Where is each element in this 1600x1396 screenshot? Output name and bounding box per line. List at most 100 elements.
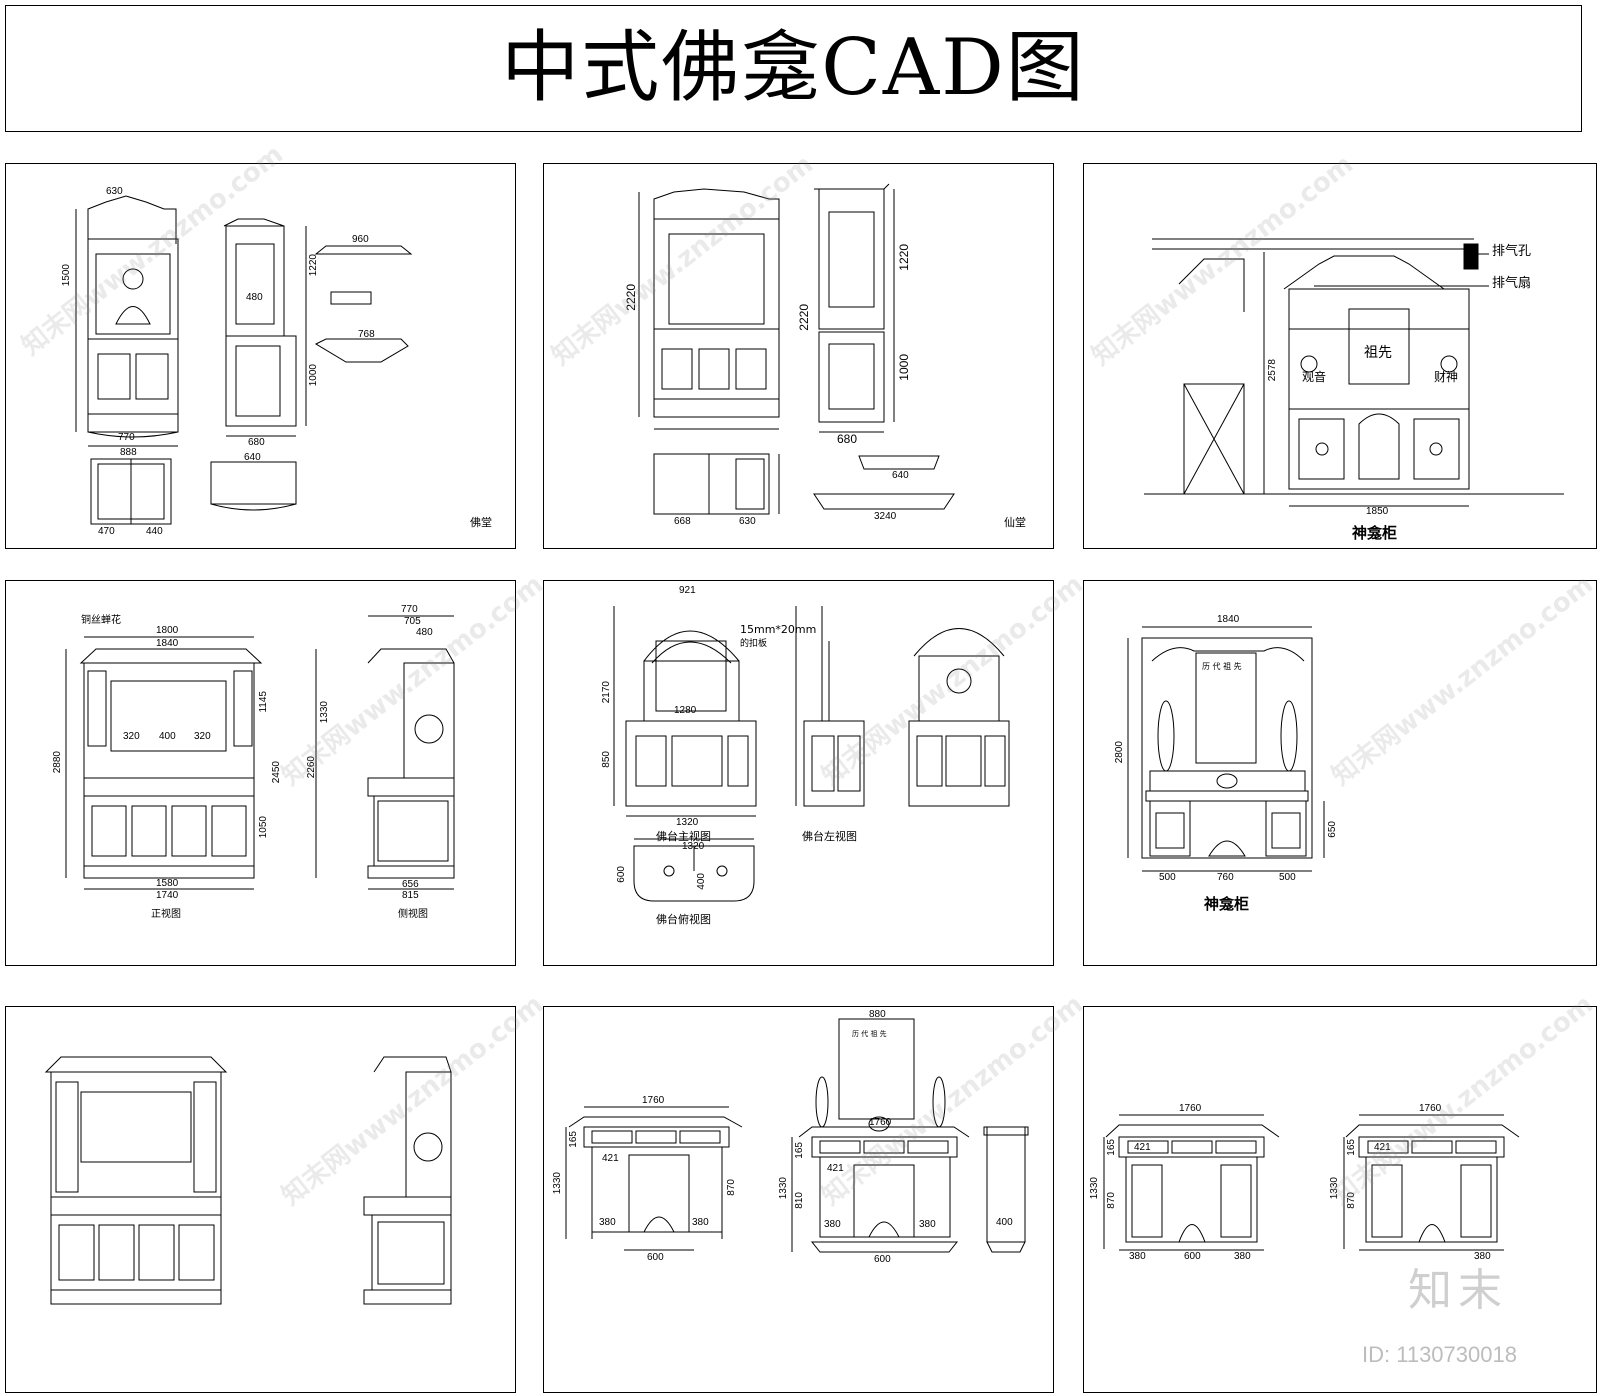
dim-label: 1500 [61, 264, 72, 287]
note-copper-cicada: 铜丝蝉花 [81, 615, 121, 626]
dim-label: 600 [616, 866, 627, 883]
dim-label: 380 [599, 1217, 616, 1228]
dim-label: 320 [194, 731, 211, 742]
label-vent-hole: 排气孔 [1492, 244, 1532, 259]
dim-label: 2220 [797, 304, 811, 331]
dim-label: 815 [402, 890, 419, 901]
dim-label: 1145 [258, 691, 269, 713]
panel-7-altar-cabinet [5, 1006, 516, 1393]
dim-label: 2220 [624, 284, 638, 311]
caption-shrine-cabinet: 神龛柜 [1352, 524, 1398, 542]
dim-label: 650 [1327, 821, 1338, 838]
brand-logo: 知末 [1408, 1265, 1508, 1316]
dim-label: 1330 [552, 1172, 563, 1195]
dim-label: 810 [794, 1192, 805, 1209]
dim-label: 1800 [156, 625, 179, 636]
panel-note: 仙堂 [1004, 516, 1026, 529]
dim-label: 1320 [682, 841, 705, 852]
note-board-size: 15mm*20mm [740, 623, 817, 636]
dim-label: 380 [1129, 1251, 1146, 1262]
dim-label: 870 [726, 1179, 737, 1196]
dim-label: 1280 [674, 705, 697, 716]
dim-label: 770 [401, 604, 418, 615]
dim-label: 600 [1184, 1251, 1201, 1262]
dim-label: 421 [827, 1163, 844, 1174]
dim-label: 1840 [156, 638, 179, 649]
caption-main-view: 佛台主视图 [656, 830, 711, 843]
panel-3-shrine-cabinet: 排气孔 排气扇 2578 祖先 观音 财神 1850 神龛柜 [1083, 163, 1597, 549]
dim-label: 165 [1346, 1139, 1357, 1156]
panel-3-drawing [1144, 238, 1564, 507]
dim-label: 1580 [156, 878, 179, 889]
dim-label: 1850 [1366, 506, 1389, 517]
dim-label: 1330 [1089, 1177, 1100, 1200]
dim-label: 1220 [897, 244, 911, 271]
dim-label: 440 [146, 526, 163, 537]
dim-label: 165 [794, 1142, 805, 1159]
dim-label: 1000 [897, 354, 911, 381]
panel-1-drawing [75, 195, 413, 525]
dim-label: 500 [1159, 872, 1176, 883]
dim-label: 960 [352, 234, 369, 245]
dim-label: 2880 [52, 751, 63, 774]
brand-id: ID: 1130730018 [1362, 1342, 1517, 1367]
dim-label: 888 [120, 447, 137, 458]
panel-6-shrine-cabinet: 1840 历 代 祖 先 2800 650 500 760 500 神龛柜 [1083, 580, 1597, 966]
dim-label: 500 [1279, 872, 1296, 883]
page-title: 中式佛龛CAD图 [501, 23, 1086, 113]
dim-label: 380 [1474, 1251, 1491, 1262]
dim-label: 421 [1374, 1142, 1391, 1153]
dim-label: 421 [602, 1153, 619, 1164]
plaque-guanyin: 观音 [1302, 370, 1327, 384]
dim-label: 656 [402, 879, 419, 890]
panel-7-drawing [44, 1056, 452, 1305]
plaque-ancestors: 历 代 祖 先 [1202, 662, 1242, 671]
panel-8-ancestral-altar: 1760 165 1330 421 870 380 380 600 880 历 … [543, 1006, 1054, 1393]
dim-label: 165 [1106, 1139, 1117, 1156]
dim-label: 2578 [1267, 359, 1278, 382]
dim-label: 630 [106, 186, 123, 197]
dim-label: 400 [696, 873, 707, 890]
caption-top-view: 佛台俯视图 [656, 913, 711, 926]
dim-label: 380 [1234, 1251, 1251, 1262]
dim-label: 380 [919, 1219, 936, 1230]
dim-label: 400 [996, 1217, 1013, 1228]
dim-label: 320 [123, 731, 140, 742]
dim-label: 1330 [319, 701, 330, 724]
panel-9-ancestral-altar: 1760 165 1330 870 421 380 600 380 1760 1… [1083, 1006, 1597, 1393]
dim-label: 380 [824, 1219, 841, 1230]
dim-label: 770 [118, 432, 135, 443]
label-exhaust-fan: 排气扇 [1492, 276, 1532, 291]
dim-label: 680 [248, 437, 265, 448]
panel-6-drawing [1127, 626, 1325, 872]
dim-label: 480 [416, 627, 433, 638]
caption-front-view: 正视图 [151, 909, 181, 920]
dim-label: 705 [404, 616, 421, 627]
dim-label: 1740 [156, 890, 179, 901]
dim-label: 1320 [676, 817, 699, 828]
dim-label: 1000 [308, 364, 319, 387]
dim-label: 640 [244, 452, 261, 463]
dim-label: 1760 [869, 1117, 892, 1128]
dim-label: 2800 [1114, 741, 1125, 764]
panel-5-buddha-platform: 921 15mm*20mm 的扣板 1280 2170 850 1320 佛台主… [543, 580, 1054, 966]
plaque-caishen: 财神 [1434, 370, 1459, 384]
dim-label: 600 [647, 1252, 664, 1263]
panel-4-altar-cabinet: 铜丝蝉花 1800 1840 1580 1740 2880 2450 1145 … [5, 580, 516, 966]
dim-label: 1220 [308, 254, 319, 277]
dim-label: 1840 [1217, 614, 1240, 625]
panel-2-immortal-hall: 2220 2220 1220 1000 680 668 630 640 3240… [543, 163, 1054, 549]
dim-label: 680 [837, 432, 858, 446]
dim-label: 3240 [874, 511, 897, 522]
dim-label: 1330 [1329, 1177, 1340, 1200]
dim-label: 2450 [271, 761, 282, 784]
dim-label: 421 [1134, 1142, 1151, 1153]
panel-note: 佛堂 [470, 516, 492, 529]
dim-label: 768 [358, 329, 375, 340]
dim-label: 165 [568, 1131, 579, 1148]
plaque-ancestors: 历 代 祖 先 [852, 1030, 887, 1038]
caption-side-view: 侧视图 [398, 909, 428, 920]
note-board-type: 的扣板 [740, 639, 768, 649]
caption-shrine-cabinet: 神龛柜 [1204, 895, 1250, 913]
dim-label: 1050 [258, 816, 269, 839]
